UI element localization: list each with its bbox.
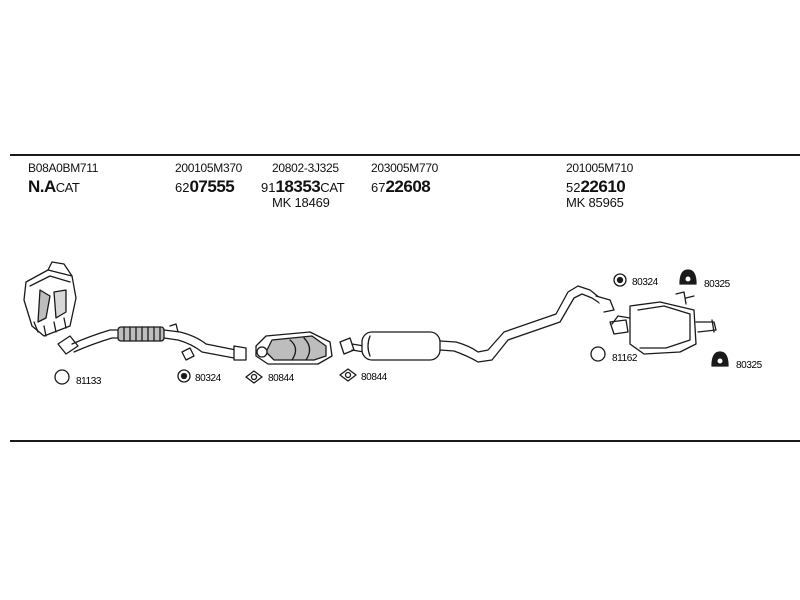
bottom-rule (10, 440, 800, 442)
oem-number-middle-silencer: 203005M770 (371, 161, 439, 175)
part-number-middle-silencer: 6722608 (371, 177, 431, 196)
oem-number-front-pipe: 200105M370 (175, 161, 243, 175)
catalytic-converter-part (255, 331, 333, 365)
mk-number-rear-silencer: MK 85965 (566, 195, 624, 210)
part-prefix: 52 (566, 180, 581, 195)
fitting-code: 80324 (195, 373, 222, 384)
part-prefix: 91 (261, 180, 276, 195)
part-number-rear-silencer: 5222610 (566, 177, 626, 196)
fitting-code: 81162 (612, 353, 638, 364)
rubber-mount-icon (711, 351, 729, 367)
part-number-catalyst: 9118353CAT (261, 177, 345, 196)
gasket-icon (339, 368, 357, 382)
rear-silencer-part (595, 291, 717, 355)
cat-suffix: CAT (320, 180, 345, 195)
clamp-icon (613, 273, 627, 287)
fitting-code: 80325 (704, 279, 731, 290)
part-main: 22610 (580, 177, 626, 196)
oem-number-catalyst: 20802-3J325 (272, 161, 339, 175)
part-number-front-pipe: 6207555 (175, 177, 235, 196)
oem-number-rear-silencer: 201005M710 (566, 161, 634, 175)
fitting-code: 80844 (361, 372, 388, 383)
rubber-mount-icon (679, 269, 697, 285)
na-label: N.A (28, 177, 56, 196)
cat-suffix: CAT (55, 180, 80, 195)
part-main: 22608 (385, 177, 431, 196)
oem-number-catalyst-front: B08A0BM711 (28, 161, 99, 175)
part-prefix: 62 (175, 180, 190, 195)
fitting-code: 81133 (76, 376, 102, 387)
ring-icon (54, 369, 70, 385)
fitting-code: 80325 (736, 360, 763, 371)
part-number-catalyst-front: N.ACAT (28, 177, 80, 196)
gasket-icon (245, 370, 263, 384)
top-rule (10, 154, 800, 156)
fitting-code: 80844 (268, 373, 295, 384)
part-main: 18353 (275, 177, 321, 196)
clamp-icon (177, 369, 191, 383)
middle-silencer-part (339, 285, 605, 363)
part-main: 07555 (189, 177, 235, 196)
mk-number-catalyst: MK 18469 (272, 195, 330, 210)
ring-icon (590, 346, 606, 362)
manifold-catalyst-part (23, 261, 77, 337)
part-prefix: 67 (371, 180, 386, 195)
front-pipe-part (57, 323, 247, 361)
fitting-code: 80324 (632, 277, 659, 288)
